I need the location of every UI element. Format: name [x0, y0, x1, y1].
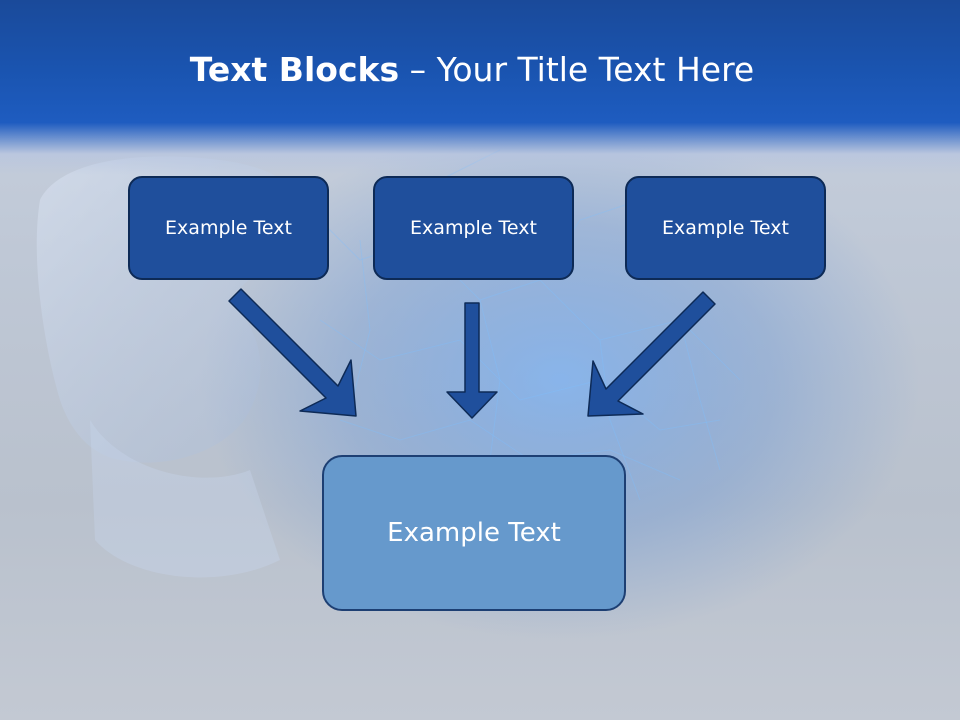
arrow-down-right-icon — [228, 288, 357, 417]
arrow-down-icon — [446, 302, 498, 419]
page-title: Text Blocks – Your Title Text Here — [0, 50, 944, 89]
title-rest: Your Title Text Here — [436, 50, 755, 89]
sleeve-shape — [90, 420, 280, 578]
title-bold: Text Blocks — [189, 50, 400, 89]
text-block-center[interactable]: Example Text — [373, 176, 574, 280]
arrow-down-left-icon — [587, 291, 716, 417]
title-dash: – — [399, 50, 437, 89]
text-block-bottom[interactable]: Example Text — [322, 455, 626, 611]
header-band — [0, 0, 960, 175]
text-block-right[interactable]: Example Text — [625, 176, 826, 280]
text-block-left[interactable]: Example Text — [128, 176, 329, 280]
